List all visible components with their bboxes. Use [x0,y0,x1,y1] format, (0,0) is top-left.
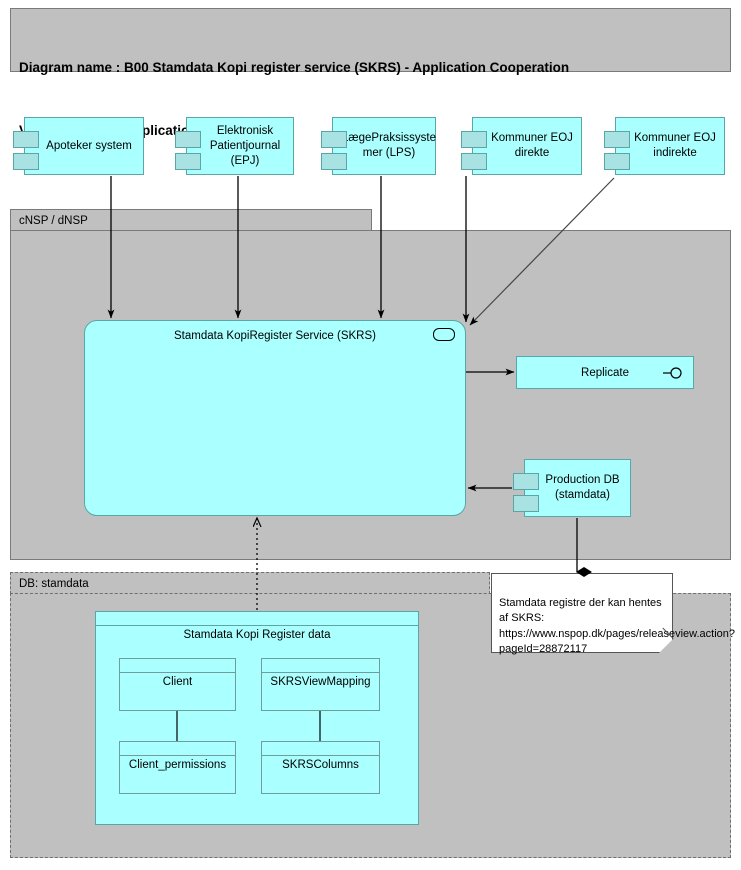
db-container-label: DB: stamdata [19,578,89,590]
service-label: Stamdata KopiRegister Service (SKRS) [174,330,376,342]
application-interface-icon [433,328,455,341]
entity-label: SKRSViewMapping [270,676,371,688]
component-label: LægePraksissyste mer (LPS) [342,132,436,159]
entity-client-permissions[interactable]: Client_permissions [119,741,236,794]
entity-header-strip [120,742,235,756]
entity-skrscolumns[interactable]: SKRSColumns [261,741,380,794]
package-header-strip [96,612,418,626]
component-tab-lower-icon [513,495,539,512]
service-replicate[interactable]: Replicate [516,356,694,389]
component-label: Elektronisk Patientjournal (EPJ) [209,124,281,167]
entity-skrsviewmapping[interactable]: SKRSViewMapping [261,658,380,711]
component-tab-upper-icon [175,131,201,148]
component-tab-lower-icon [175,153,201,170]
note-fold-corner-icon [659,639,673,653]
entity-header-strip [262,742,379,756]
component-apoteker-system[interactable]: Apoteker system [13,117,144,175]
component-elektronisk-patientjournal[interactable]: Elektronisk Patientjournal (EPJ) [175,117,294,175]
component-tab-lower-icon [321,153,347,170]
entity-label: SKRSColumns [282,759,359,771]
component-tab-lower-icon [461,153,487,170]
component-production-db[interactable]: Production DB (stamdata) [513,459,631,517]
component-tab-lower-icon [13,153,39,170]
service-stamdata-kopiregister[interactable]: Stamdata KopiRegister Service (SKRS) [84,320,466,516]
package-title: Stamdata Kopi Register data [183,629,331,641]
note-stamdata-registre: Stamdata registre der kan hentes af SKRS… [491,573,735,655]
entity-header-strip [120,659,235,673]
component-label: Kommuner EOJ direkte [491,132,573,159]
cnsp-container-tab: cNSP / dNSP [10,209,372,231]
component-tab-upper-icon [13,131,39,148]
diagram-name-line: Diagram name : B00 Stamdata Kopi registe… [19,60,570,75]
db-container-tab: DB: stamdata [10,572,490,594]
component-laegepraksissystemer[interactable]: LægePraksissyste mer (LPS) [321,117,436,175]
component-tab-upper-icon [513,473,539,490]
cnsp-container-label: cNSP / dNSP [19,215,88,227]
component-kommuner-eoj-indirekte[interactable]: Kommuner EOJ indirekte [604,117,725,175]
component-tab-upper-icon [321,131,347,148]
component-label: Production DB (stamdata) [545,474,620,501]
note-text: Stamdata registre der kan hentes af SKRS… [499,596,736,656]
entity-client[interactable]: Client [119,658,236,711]
diagram-title-box: Diagram name : B00 Stamdata Kopi registe… [10,8,731,138]
entity-label: Client_permissions [128,759,227,771]
component-label: Apoteker system [46,139,132,152]
entity-label: Client [162,676,193,688]
component-tab-upper-icon [604,131,630,148]
component-tab-lower-icon [604,153,630,170]
entity-header-strip [262,659,379,673]
component-label: Kommuner EOJ indirekte [634,132,716,159]
lollipop-interface-icon [663,366,682,379]
component-tab-upper-icon [461,131,487,148]
replicate-label: Replicate [581,366,629,379]
component-kommuner-eoj-direkte[interactable]: Kommuner EOJ direkte [461,117,582,175]
